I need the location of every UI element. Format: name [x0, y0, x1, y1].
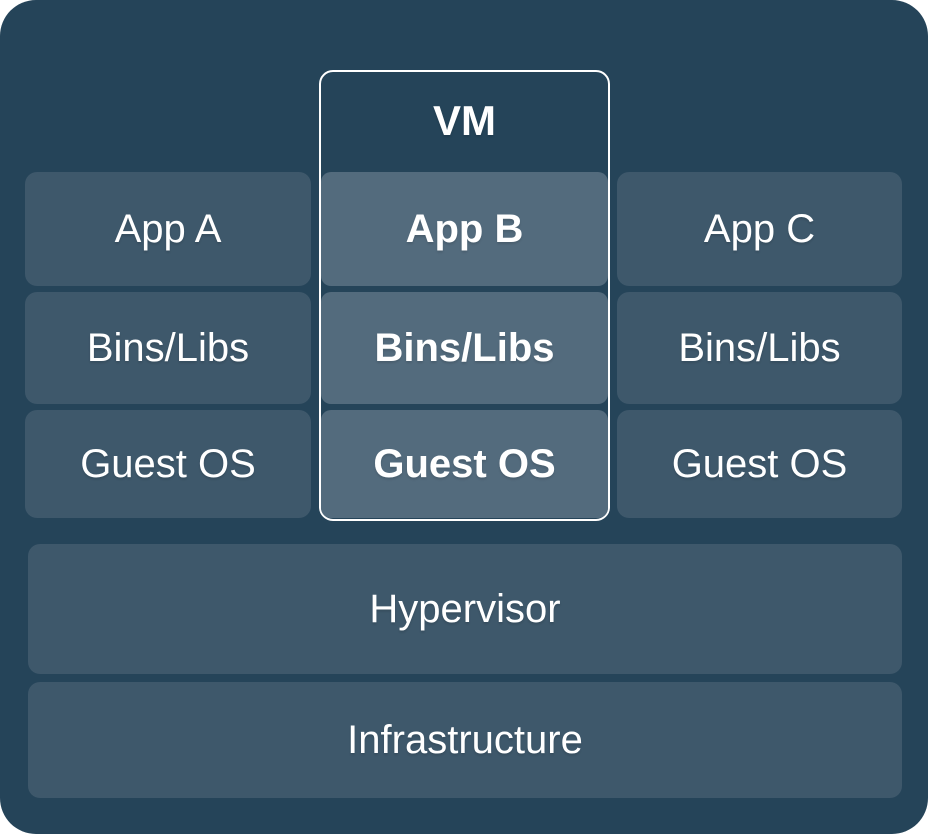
- layer-box-bins-libs-left: Bins/Libs: [25, 292, 311, 404]
- vm-frame-border: [319, 70, 610, 521]
- layer-box-bins-libs-right: Bins/Libs: [617, 292, 902, 404]
- layer-box-hypervisor: Hypervisor: [28, 544, 902, 674]
- layer-box-infrastructure: Infrastructure: [28, 682, 902, 798]
- layer-box-guest-os-right: Guest OS: [617, 410, 902, 518]
- layer-box-app-c: App C: [617, 172, 902, 286]
- layer-box-guest-os-vm: Guest OS: [321, 410, 608, 518]
- layer-box-app-b: App B: [321, 172, 608, 286]
- layer-box-bins-libs-vm: Bins/Libs: [321, 292, 608, 404]
- vm-frame-title: VM: [433, 97, 496, 144]
- layer-box-app-a: App A: [25, 172, 311, 286]
- layer-box-guest-os-left: Guest OS: [25, 410, 311, 518]
